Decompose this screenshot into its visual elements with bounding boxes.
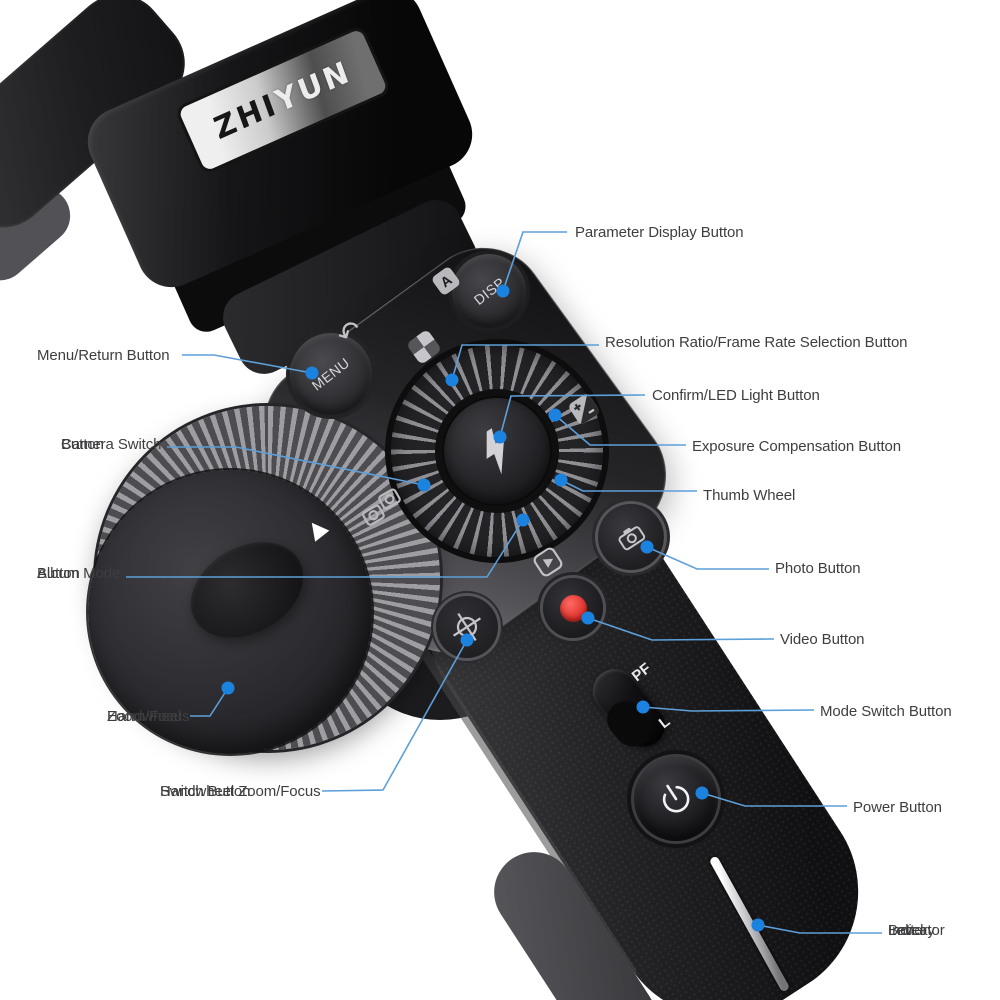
handwheel-zoom-focus-switch-button <box>436 596 498 658</box>
album-mode-icon <box>530 544 566 580</box>
crosshair-icon <box>452 612 482 642</box>
parameter-display-button: DISP <box>452 254 526 328</box>
brand-logo-left: ZHI <box>209 86 283 147</box>
confirm-led-button <box>444 398 550 504</box>
menu-return-button: MENU <box>290 333 372 415</box>
disp-button-label: DISP <box>470 274 508 308</box>
power-button <box>634 757 718 841</box>
brand-logo-right: YUN <box>270 53 357 120</box>
photo-button <box>598 504 664 570</box>
camera-icon <box>618 526 646 551</box>
video-button <box>543 578 603 638</box>
lightning-icon <box>486 428 505 475</box>
record-dot-icon <box>559 594 587 622</box>
menu-button-label: MENU <box>309 354 353 394</box>
power-icon <box>662 784 690 813</box>
